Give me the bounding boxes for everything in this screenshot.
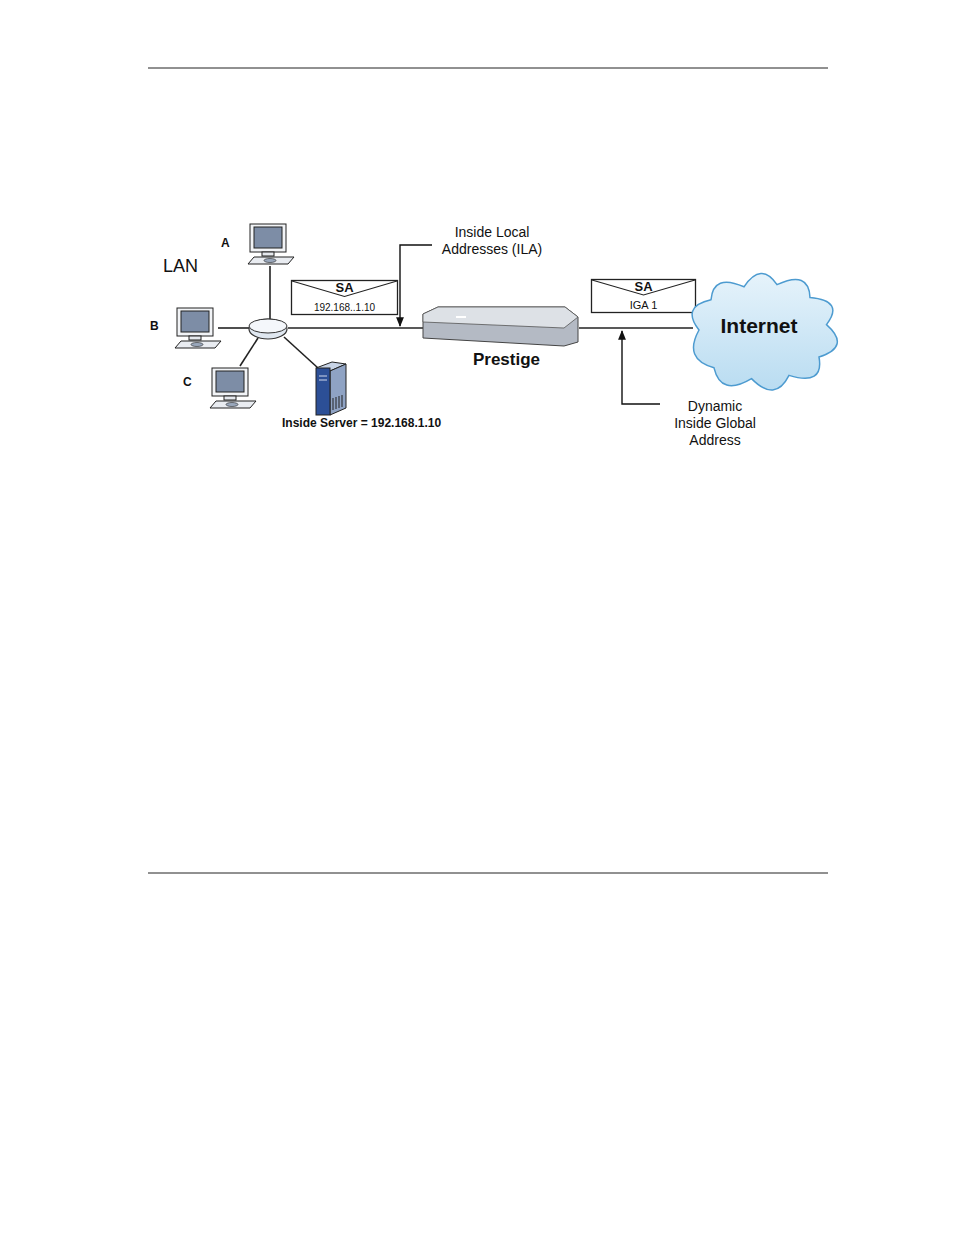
computer-letter: C [183,375,192,389]
page-rule [148,68,828,69]
computer-icon [175,308,221,348]
computer-letter: B [150,319,159,333]
lan-wires [218,266,430,368]
internet-cloud: Internet [684,276,834,384]
computers [175,224,294,408]
network-label: LAN [163,256,198,278]
computer-icon [210,368,256,408]
callout-text: Inside Local Addresses (ILA) [436,224,548,258]
callout-text: Dynamic Inside Global Address [669,398,761,448]
packet-envelope: SA IGA 1 [591,279,696,313]
server-icon [316,362,346,415]
computer-icon [248,224,294,264]
address-value: 192.168..1.10 [291,302,398,313]
callout-arrow [400,245,660,404]
node-name: Prestige [428,351,585,370]
hub-symbol [249,319,287,339]
server-label: Inside Server = 192.168.1.10 [282,416,441,430]
page-rule [148,873,828,874]
field-name: SA [291,281,398,295]
packet-envelope: SA 192.168..1.10 [291,280,398,315]
hub-symbol [249,319,287,333]
field-name: SA [591,280,696,294]
computer-letter: A [221,236,230,250]
network-link [579,327,693,329]
node-name: Internet [684,314,834,337]
router-device: Prestige [422,306,579,370]
address-value: IGA 1 [591,299,696,311]
